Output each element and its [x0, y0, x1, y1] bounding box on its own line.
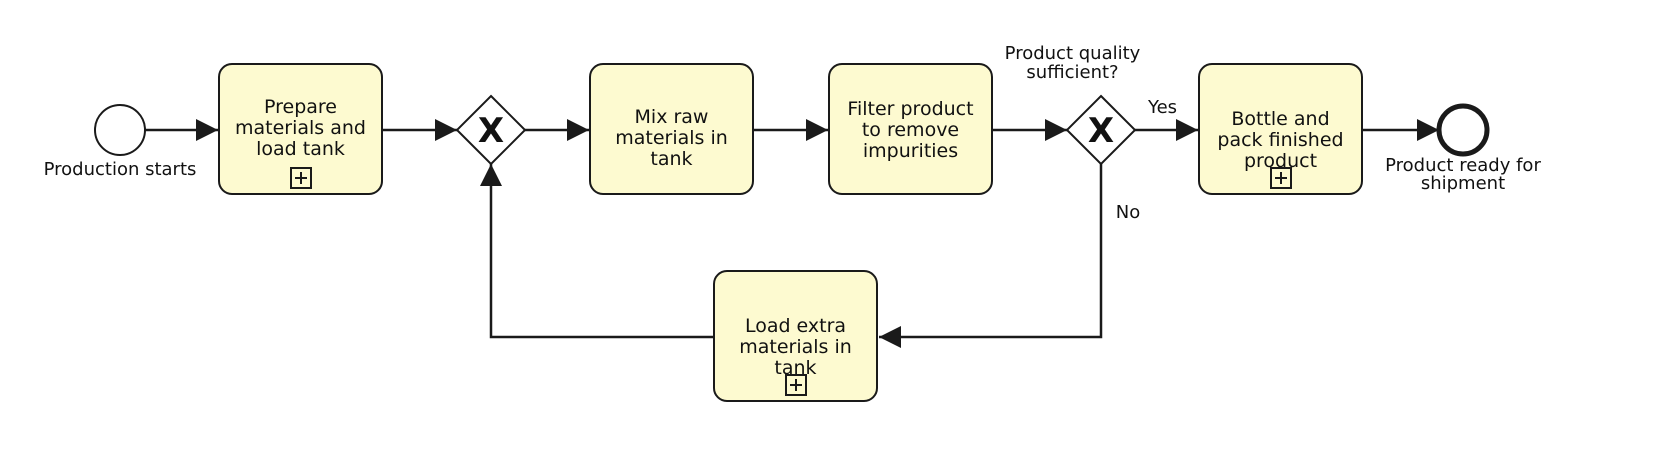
- merge-gateway[interactable]: X: [455, 94, 527, 166]
- flow-label-no: No: [1115, 202, 1141, 223]
- end-event[interactable]: [1436, 103, 1490, 157]
- task-label: Bottle and pack finished product: [1217, 108, 1344, 172]
- end-event-label: Product ready for shipment: [1385, 155, 1541, 194]
- task-prepare-materials[interactable]: Prepare materials and load tank: [218, 63, 383, 195]
- task-load-extra-materials[interactable]: Load extra materials in tank: [713, 270, 878, 402]
- task-label: Prepare materials and load tank: [235, 96, 366, 160]
- decision-question-label: Product quality sufficient?: [1004, 43, 1141, 83]
- subprocess-plus-icon: [784, 374, 807, 396]
- subprocess-plus-icon: [1269, 167, 1292, 189]
- task-label: Load extra materials in tank: [739, 315, 852, 379]
- decision-gateway-marker: X: [1088, 111, 1114, 151]
- decision-gateway[interactable]: X: [1065, 94, 1137, 166]
- start-event-label: Production starts: [43, 159, 197, 180]
- flow-decision-no-to-load-extra[interactable]: [879, 164, 1103, 348]
- task-bottle-and-pack[interactable]: Bottle and pack finished product: [1198, 63, 1363, 195]
- start-event[interactable]: [94, 104, 146, 156]
- task-filter-product[interactable]: Filter product to remove impurities: [828, 63, 993, 195]
- flow-load-extra-to-merge[interactable]: [480, 164, 713, 339]
- flow-label-yes: Yes: [1147, 97, 1178, 118]
- subprocess-plus-icon: [289, 167, 312, 189]
- merge-gateway-marker: X: [478, 111, 504, 151]
- task-label: Mix raw materials in tank: [615, 106, 728, 170]
- task-label: Filter product to remove impurities: [847, 98, 974, 162]
- task-mix-raw-materials[interactable]: Mix raw materials in tank: [589, 63, 754, 195]
